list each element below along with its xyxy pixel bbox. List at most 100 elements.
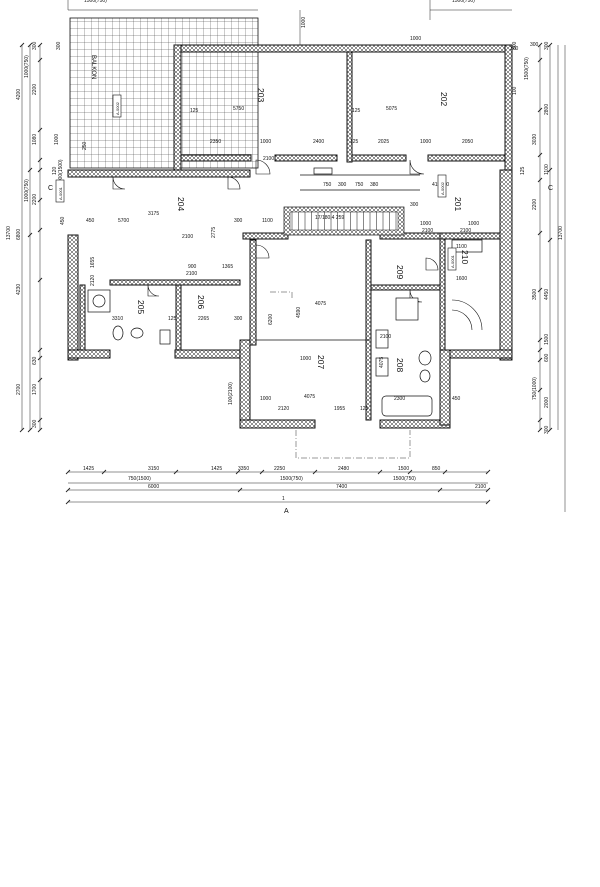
dimension-value: 1000 [410, 36, 421, 42]
dimension-value: 600 [544, 353, 550, 362]
dimension-value: 750 [355, 182, 364, 188]
dimension-tick [37, 347, 43, 353]
dimension-tick [37, 417, 43, 423]
dimension-value: 1500 [398, 466, 409, 472]
dimension-value: 1000 [468, 221, 479, 227]
room-label-210: 210 [460, 250, 470, 264]
dimension-value: 2100 [460, 228, 471, 234]
dimension-value: 4150 [432, 182, 443, 188]
dimension-tick [173, 469, 179, 475]
room-label-203: 203 [256, 88, 266, 102]
dimension-value: 7400 [336, 484, 347, 490]
dimension-tick [377, 469, 383, 475]
dimension-tick [547, 237, 553, 243]
dimension-tick [537, 152, 543, 158]
dimension-value: 300 [234, 316, 243, 322]
dimension-value: 300 [530, 42, 539, 48]
dimension-value: 1000 [300, 356, 311, 362]
room-label-201: 201 [453, 197, 463, 211]
dimension-tick [537, 427, 543, 433]
dimension-value: 380 [370, 182, 379, 188]
dimension-tick [37, 167, 43, 173]
dimension-value: 100 [512, 86, 518, 95]
dimension-value: 2400 [313, 139, 324, 145]
dimension-value: 5750 [233, 106, 244, 112]
dimension-tick [537, 357, 543, 363]
dimension-value: 300 [512, 41, 518, 50]
dimension-value: 1000 [420, 221, 431, 227]
dimension-tick [485, 487, 491, 493]
dimension-value: 2120 [278, 406, 289, 412]
dimension-tick [312, 469, 318, 475]
dimension-value: 125 [352, 108, 361, 114]
dimension-tick [547, 427, 553, 433]
label-box-text: A-0002 [115, 101, 120, 115]
dimension-tick [37, 277, 43, 283]
dimension-value: 2350 [210, 139, 221, 145]
dimension-tick [37, 42, 43, 48]
dimension-value: 1500(750) [393, 476, 416, 482]
dimension-value: 1500(750) [524, 57, 530, 80]
dimension-tick [259, 469, 265, 475]
dimension-value: 300 [338, 182, 347, 188]
dimension-tick [27, 427, 33, 433]
dimension-value: 3175 [148, 211, 159, 217]
dimension-value: 1425 [83, 466, 94, 472]
dimension-value: 2250 [274, 466, 285, 472]
dimension-value: 125 [168, 316, 177, 322]
dimension-value: 2050 [462, 139, 473, 145]
dimension-value: 1500 [544, 334, 550, 345]
dimension-value: 5075 [386, 106, 397, 112]
dimension-value: 120 [52, 166, 58, 175]
dimension-value: 125 [520, 166, 526, 175]
label-box-frame [447, 247, 457, 271]
dimension-tick [547, 167, 553, 173]
dimension-value: 1100 [544, 164, 550, 175]
dimension-value: 1000 [301, 17, 307, 28]
dimension-value: 1000 [260, 396, 271, 402]
dimension-tick [37, 355, 43, 361]
room-label-207: 207 [316, 355, 326, 369]
dimension-value: 300 [32, 419, 38, 428]
dimension-tick [537, 387, 543, 393]
dimension-value: 750(1500) [128, 476, 151, 482]
room-label-204: 204 [176, 197, 186, 211]
room-label-202: 202 [439, 92, 449, 106]
dimension-value: 1000(750) [24, 179, 30, 202]
dimension-value: 6000 [148, 484, 159, 490]
dimension-value: 300 [234, 218, 243, 224]
dimension-tick [37, 227, 43, 233]
dimension-value: 1365 [222, 264, 233, 270]
dimension-value: 3310 [112, 316, 123, 322]
dimension-tick [37, 427, 43, 433]
balcony: BALKON [69, 17, 259, 169]
dimension-value: 1000 [420, 139, 431, 145]
dimension-tick [537, 42, 543, 48]
dimension-value: 2100 [380, 334, 391, 340]
dimension-value: 750(1000) [532, 377, 538, 400]
dimension-value: 13700 [6, 226, 12, 240]
dimension-value: 4200 [16, 89, 22, 100]
dimension-value: 125 [350, 139, 359, 145]
dimension-value: 3350 [238, 466, 249, 472]
dimension-value: 2025 [378, 139, 389, 145]
dimension-value: 1500(750) [84, 0, 107, 4]
dimension-value: 6800 [16, 229, 22, 240]
dimension-tick [101, 469, 107, 475]
dimension-tick [485, 469, 491, 475]
dimension-value: 630 [32, 356, 38, 365]
dimension-tick [442, 469, 448, 475]
dimension-value: 850 [432, 466, 441, 472]
dimension-value: 2000 [544, 397, 550, 408]
section-mark-bottom: A [284, 508, 289, 515]
dimension-value: 6200 [268, 314, 274, 325]
dimension-value: 1 [282, 496, 285, 502]
room-label-206: 206 [196, 295, 206, 309]
dimension-tick [37, 197, 43, 203]
dimension-value: 750 [323, 182, 332, 188]
dimension-tick [37, 57, 43, 63]
label-box-text: A-0001 [450, 254, 455, 268]
doors [112, 159, 439, 303]
dimension-value: 1100 [262, 218, 273, 224]
